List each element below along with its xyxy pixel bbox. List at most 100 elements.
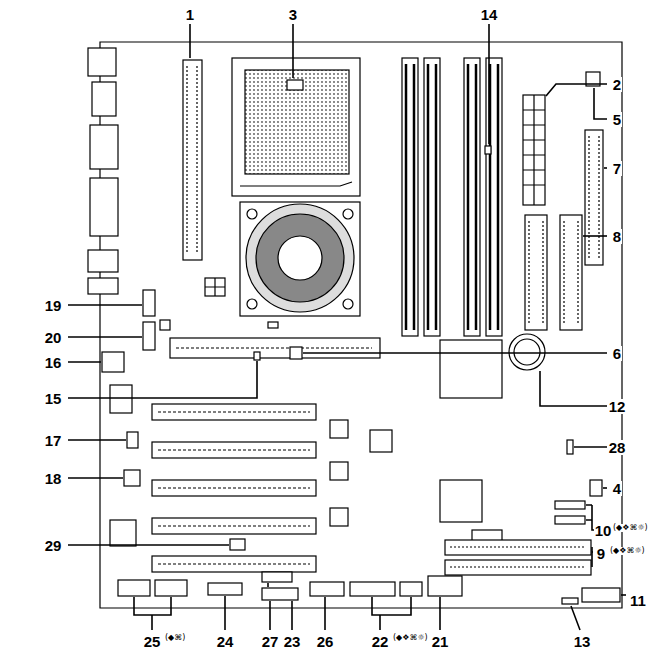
cpu-socket [232,58,360,196]
callout-number: 16 [44,355,63,370]
leader-line [189,24,191,58]
battery-cap [514,339,540,365]
chips [110,320,602,575]
io-port [90,178,118,236]
leader-line [68,477,123,479]
leader-line [571,606,580,630]
leader-line [488,24,490,144]
jumper [268,322,278,328]
header [428,576,462,596]
sata-connector [555,516,585,524]
bracket-line [372,597,411,630]
callout-number: 18 [44,471,63,486]
fan-hub [278,236,322,280]
header [590,480,602,496]
headers [102,290,620,604]
leader-line [594,88,607,119]
chip [330,462,348,480]
pin-grid [523,95,545,205]
connector [143,322,155,350]
leader-line [68,544,229,546]
dimm-slot [464,58,480,336]
usb-header [155,580,187,596]
leader-line [224,596,226,630]
northbridge [440,340,502,398]
io-port [92,82,116,116]
pin-row [187,66,197,254]
callout-number: 17 [44,433,63,448]
chip [110,520,136,546]
callout-number: 19 [44,298,63,313]
connector [143,290,155,316]
callout-number: 14 [480,7,499,22]
pin-row [529,136,599,324]
header [230,539,245,550]
leader-line [583,235,607,237]
pin-grid [205,278,225,296]
led [254,352,260,360]
jumper [567,440,573,454]
usb-header [118,580,150,596]
chip [160,320,170,330]
callout-number: 6 [612,346,622,361]
callout-number: 28 [608,440,627,455]
leader-line [604,167,607,169]
header [350,582,395,596]
callout-number: 11 [629,593,647,608]
feature-note: (◆❖⌘☼) [609,547,646,555]
leader-line [540,371,607,406]
header [262,588,298,600]
atx-power [523,95,545,205]
callout-number: 3 [288,7,298,22]
callout-number: 25 [143,634,162,649]
mount-hole [247,209,257,219]
long-connector [183,60,202,260]
callout-number: 9 [596,546,606,561]
leader-line [68,361,257,398]
leader-line [439,597,441,630]
callout-number: 2 [612,77,622,92]
mount-hole [247,299,257,309]
callout-number: 20 [44,330,63,345]
mount-hole [343,209,353,219]
chip [370,430,392,452]
slot-contacts [176,347,372,348]
leader-line [68,304,142,306]
io-panel [88,48,225,296]
callout-number: 12 [608,399,627,414]
floppy-connector [585,130,603,265]
fan-ring [246,204,354,312]
feature-note: (◆❖⌘☼) [392,634,429,642]
leader-line [546,84,607,96]
ide-connector [560,215,582,330]
callout-number: 10 [594,523,613,538]
slot-contacts [406,64,498,330]
header [262,572,292,582]
io-port [88,250,118,272]
header [208,583,242,595]
callout-number: 21 [431,634,450,649]
callout-number: 13 [573,634,592,649]
socket-lever [240,182,352,186]
header [310,582,344,596]
leader-line [621,594,626,596]
dimm-slot [424,58,440,336]
fan-frame [240,202,360,316]
battery [509,334,545,370]
chip [330,508,348,526]
slots [152,338,380,572]
dimm-slots [402,58,502,336]
header [124,470,140,486]
leader-line [68,439,126,441]
header [127,432,138,448]
feature-note: (◆❖⌘☼) [612,524,649,532]
callout-number: 23 [283,634,302,649]
pin-row [450,547,586,567]
dimm-slot [402,58,418,336]
leader-line [574,446,607,448]
sata-connector [555,501,585,509]
ide-connector [525,215,547,330]
callout-number: 5 [612,112,622,127]
